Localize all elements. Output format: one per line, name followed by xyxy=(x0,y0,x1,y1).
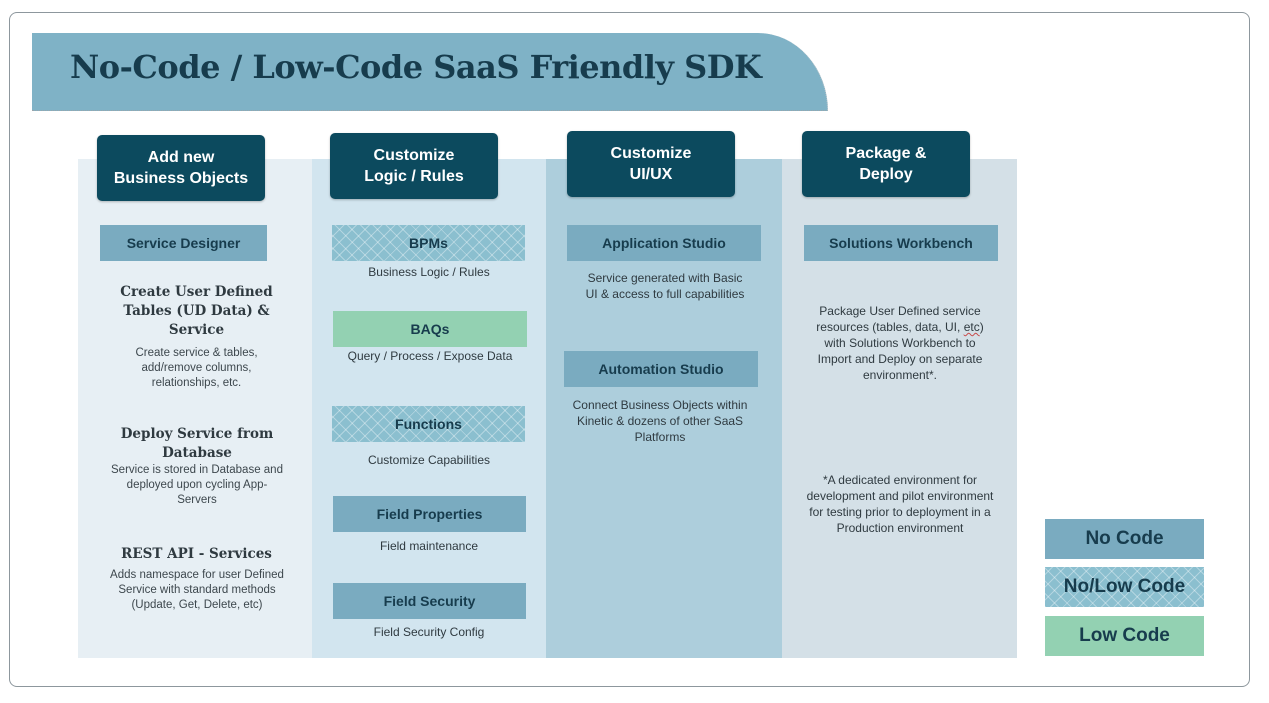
service-designer-pill: Service Designer xyxy=(100,225,267,261)
application-studio-pill: Application Studio xyxy=(567,225,761,261)
title-banner: No-Code / Low-Code SaaS Friendly SDK xyxy=(32,33,828,111)
legend-low-code: Low Code xyxy=(1045,616,1204,656)
section-heading-deploy-service: Deploy Service from Database xyxy=(120,426,274,461)
page-title: No-Code / Low-Code SaaS Friendly SDK xyxy=(70,48,762,86)
section-heading-rest-api: REST API - Services xyxy=(121,546,272,562)
header-package-deploy: Package & Deploy xyxy=(802,131,970,197)
bpms-caption: Business Logic / Rules xyxy=(368,265,490,279)
solutions-workbench-pill: Solutions Workbench xyxy=(804,225,998,261)
baqs-pill: BAQs xyxy=(333,311,527,347)
section-text-deploy-service: Service is stored in Database and deploy… xyxy=(111,464,283,506)
header-customize-logic: Customize Logic / Rules xyxy=(330,133,498,199)
header-customize-ui: Customize UI/UX xyxy=(567,131,735,197)
application-studio-caption: Service generated with Basic UI & access… xyxy=(585,271,745,301)
section-text-rest-api: Adds namespace for user Defined Service … xyxy=(110,569,284,611)
legend-no-code: No Code xyxy=(1045,519,1204,559)
baqs-caption: Query / Process / Expose Data xyxy=(347,349,513,363)
field-properties-pill: Field Properties xyxy=(333,496,526,532)
section-text-ud-tables: Create service & tables, add/remove colu… xyxy=(135,347,258,389)
field-security-pill: Field Security xyxy=(333,583,526,619)
field-security-caption: Field Security Config xyxy=(373,625,485,639)
field-properties-caption: Field maintenance xyxy=(379,539,479,553)
functions-caption: Customize Capabilities xyxy=(367,453,491,467)
bpms-pill: BPMs xyxy=(332,225,525,261)
header-add-business-objects: Add new Business Objects xyxy=(97,135,265,201)
legend-no-low-code: No/Low Code xyxy=(1045,567,1204,607)
automation-studio-pill: Automation Studio xyxy=(564,351,758,387)
section-heading-ud-tables: Create User Defined Tables (UD Data) & S… xyxy=(120,284,273,338)
automation-studio-caption: Connect Business Objects within Kinetic … xyxy=(572,398,748,444)
slide-frame xyxy=(9,12,1250,687)
package-description: Package User Defined service resources (… xyxy=(816,304,984,382)
functions-pill: Functions xyxy=(332,406,525,442)
environment-footnote: *A dedicated environment for development… xyxy=(806,473,994,535)
